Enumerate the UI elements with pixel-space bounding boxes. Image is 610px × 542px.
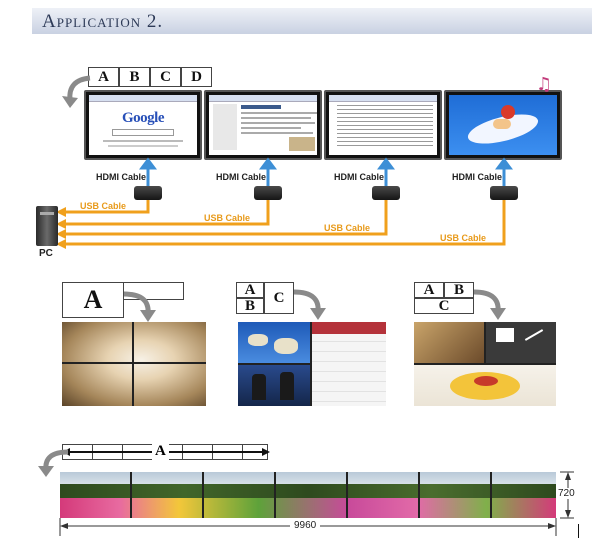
video-wall-restaurant — [414, 322, 556, 406]
panorama-wall — [60, 472, 556, 518]
layout1-grid — [124, 282, 184, 300]
curved-arrow-icon — [38, 449, 69, 477]
monitor-4 — [444, 90, 562, 160]
usb-label-2: USB Cable — [204, 213, 251, 223]
layout3-letter-b: B — [444, 282, 474, 298]
monitor-2 — [204, 90, 322, 160]
hdmi-label-2: HDMI Cable — [216, 172, 267, 182]
letter-c: C — [150, 67, 181, 87]
pc-label: PC — [39, 248, 53, 259]
adapter-1 — [134, 186, 162, 200]
usb-label-3: USB Cable — [324, 223, 371, 233]
title-bar — [32, 8, 592, 34]
monitor-1: Google — [84, 90, 202, 160]
cable-lines — [56, 157, 513, 249]
video-wall-wedding — [62, 322, 206, 406]
video-wall-news — [238, 322, 386, 406]
pc-drive-slot — [40, 212, 54, 215]
usb-label-4: USB Cable — [440, 233, 487, 243]
usb-label-1: USB Cable — [80, 201, 127, 211]
adapter-4 — [490, 186, 518, 200]
pc-tower-icon — [36, 206, 58, 246]
width-label: 9960 — [290, 520, 321, 531]
monitor-3 — [324, 90, 442, 160]
layout3-letter-c: C — [414, 298, 474, 314]
hdmi-label-3: HDMI Cable — [334, 172, 385, 182]
layout3-letter-a: A — [414, 282, 444, 298]
page-title: Application 2. — [42, 11, 164, 32]
bottom-letter-a: A — [152, 443, 169, 460]
layout2-letter-b: B — [236, 298, 264, 314]
layout1-letter-a: A — [62, 282, 124, 318]
height-label: 720 — [558, 488, 575, 499]
letter-d: D — [181, 67, 212, 87]
hdmi-label-4: HDMI Cable — [452, 172, 503, 182]
page-edge-mark — [578, 524, 579, 538]
adapter-3 — [372, 186, 400, 200]
music-notes-icon: ♫ — [536, 74, 553, 95]
curved-arrow-icon — [293, 289, 326, 320]
curved-arrow-icon — [123, 291, 156, 322]
letter-a: A — [88, 67, 119, 87]
hdmi-label-1: HDMI Cable — [96, 172, 147, 182]
adapter-2 — [254, 186, 282, 200]
letter-b: B — [119, 67, 150, 87]
layout2-letter-a: A — [236, 282, 264, 298]
abcd-strip: A B C D — [88, 67, 212, 87]
layout2-letter-c: C — [264, 282, 294, 314]
google-logo: Google — [122, 110, 165, 126]
curved-arrow-icon — [473, 289, 506, 320]
curved-arrow-icon — [62, 75, 91, 108]
